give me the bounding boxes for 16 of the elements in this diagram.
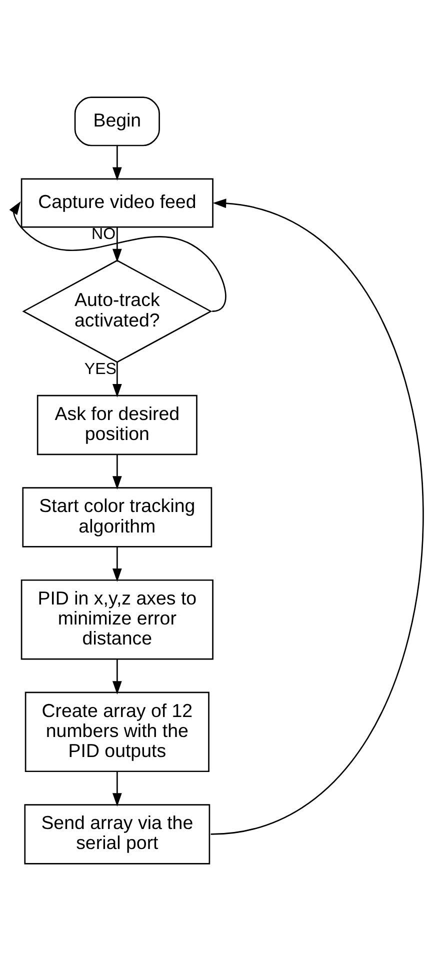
node-box: Capture video feed <box>20 178 214 228</box>
arrow <box>112 146 122 181</box>
arrow <box>112 546 122 582</box>
node-diamond: Auto-track activated? <box>22 260 212 363</box>
node-box: Begin <box>74 96 160 146</box>
arrow <box>112 659 122 694</box>
arrow <box>112 362 122 398</box>
node-box: Send array via the serial port <box>24 804 210 864</box>
node-box: Create array of 12 numbers with the PID outputs <box>24 692 210 772</box>
arrow <box>112 227 122 262</box>
node-box: Ask for desired position <box>36 394 198 456</box>
arrow <box>9 201 226 312</box>
arrow <box>112 772 122 807</box>
node-box: PID in x,y,z axes to minimize error distance <box>20 579 214 660</box>
arrow <box>112 454 122 490</box>
node-box: Start color tracking algorithm <box>22 487 212 548</box>
